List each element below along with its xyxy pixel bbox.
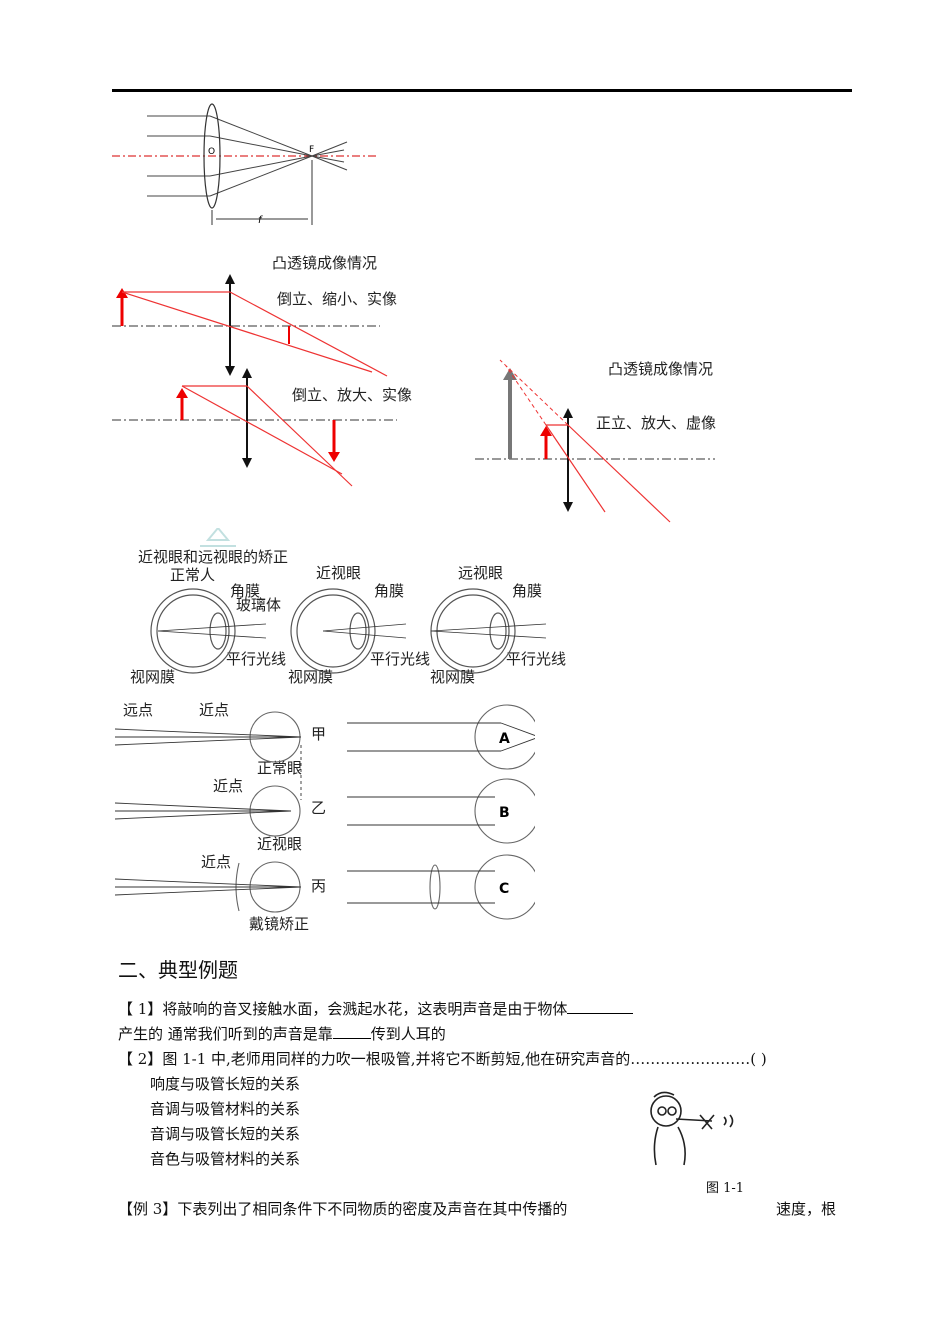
- q1-text-b: 产生的 通常我们听到的声音是靠: [118, 1025, 333, 1043]
- eyes-cornea-label-1: 角膜: [230, 582, 260, 600]
- eyes-myopia-label: 近视眼: [316, 564, 361, 582]
- yi-label: 乙: [311, 799, 326, 817]
- near-point-label-2: 近点: [213, 777, 243, 795]
- far-point-label: 远点: [123, 701, 153, 719]
- label-a: A: [499, 731, 510, 747]
- near-point-label-3: 近点: [201, 853, 231, 871]
- eyes-normal-label: 正常人: [170, 566, 215, 584]
- question-2-stem: 【 2】图 1-1 中,老师用同样的力吹一根吸管,并将它不断剪短,他在研究声音的…: [118, 1047, 767, 1071]
- q1-text-a: 将敲响的音叉接触水面，会溅起水花，这表明声音是由于物体: [162, 1000, 568, 1018]
- question-1-line-2: 产生的 通常我们听到的声音是靠 传到人耳的: [118, 1022, 446, 1046]
- label-c: C: [499, 881, 509, 897]
- teacher-blowing-straw-illustration: [650, 1091, 734, 1166]
- header-rule: [112, 89, 852, 92]
- lens-focal-label: f: [258, 215, 263, 226]
- lens-focus-diagram: O F f: [112, 103, 377, 226]
- myopia-eye-label: 近视眼: [257, 835, 302, 853]
- q2-option-1[interactable]: 响度与吸管长短的关系: [150, 1075, 301, 1093]
- eyes-cornea-label-2: 角膜: [374, 582, 404, 600]
- q2-option-4[interactable]: 音色与吸管材料的关系: [150, 1150, 301, 1168]
- q2-option-3[interactable]: 音调与吸管长短的关系: [150, 1125, 301, 1143]
- convex-lens-imaging-diagram: 凸透镜成像情况 倒立、缩小、实像 倒立、放大、实像: [112, 254, 412, 487]
- q2-text: 图 1-1 中,老师用同样的力吹一根吸管,并将它不断剪短,他在研究声音的……………: [162, 1050, 767, 1068]
- q1-text-c: 传到人耳的: [370, 1025, 446, 1043]
- eyes-title: 近视眼和远视眼的矫正: [138, 548, 288, 566]
- corrected-label: 戴镜矫正: [249, 915, 309, 933]
- eye-correction-diagram: 近视眼和远视眼的矫正 正常人 角膜 玻璃体 平行光线 视网膜 近视眼 角膜 平行…: [130, 528, 566, 686]
- convex-title-a: 凸透镜成像情况: [272, 254, 377, 272]
- q3-mark: 【例 3】: [118, 1200, 178, 1218]
- eyes-retina-label-2: 视网膜: [288, 668, 333, 686]
- eyes-hyperopia-label: 远视眼: [458, 564, 503, 582]
- q2-option-2[interactable]: 音调与吸管材料的关系: [150, 1100, 301, 1118]
- q3-text-tail: 速度，根: [776, 1200, 837, 1218]
- jia-label: 甲: [311, 725, 326, 743]
- bing-label: 丙: [311, 877, 326, 895]
- convex-case2-label: 倒立、放大、实像: [292, 386, 412, 404]
- question-3-stem: 【例 3】下表列出了相同条件下不同物质的密度及声音在其中传播的: [118, 1197, 567, 1221]
- figure-1-1-caption: 图 1-1: [706, 1181, 745, 1196]
- eyes-cornea-label-3: 角膜: [512, 582, 542, 600]
- lens-o-label: O: [208, 147, 215, 157]
- convex-case1-label: 倒立、缩小、实像: [277, 290, 397, 308]
- q1-blank-1[interactable]: [567, 997, 634, 1014]
- eyes-parallel-label-1: 平行光线: [226, 650, 286, 668]
- eyes-parallel-label-2: 平行光线: [370, 650, 430, 668]
- eyes-vitreous-label: 玻璃体: [236, 596, 281, 614]
- convex-title-b: 凸透镜成像情况: [608, 360, 713, 378]
- convex-case3-label: 正立、放大、虚像: [596, 414, 716, 432]
- virtual-image-diagram: 凸透镜成像情况 正立、放大、虚像: [475, 359, 716, 523]
- near-point-label-1: 近点: [199, 701, 229, 719]
- eyes-retina-label-1: 视网膜: [130, 668, 175, 686]
- question-1-line-1: 【 1】将敲响的音叉接触水面，会溅起水花，这表明声音是由于物体: [118, 997, 634, 1021]
- label-b: B: [499, 805, 510, 821]
- q1-mark: 【 1】: [118, 1000, 163, 1018]
- normal-eye-label: 正常眼: [257, 759, 302, 777]
- q1-blank-2[interactable]: [332, 1022, 371, 1039]
- eyes-parallel-label-3: 平行光线: [506, 650, 566, 668]
- q3-text: 下表列出了相同条件下不同物质的密度及声音在其中传播的: [177, 1200, 568, 1218]
- lens-f-label: F: [309, 145, 314, 155]
- eyes-retina-label-3: 视网膜: [430, 668, 475, 686]
- section-title: 二、典型例题: [118, 958, 238, 982]
- eye-ray-diagrams: 远点 近点 甲 正常眼 近点 乙 近视眼 近点 丙 戴镜矫正 A B C: [115, 701, 535, 933]
- q2-mark: 【 2】: [118, 1050, 163, 1068]
